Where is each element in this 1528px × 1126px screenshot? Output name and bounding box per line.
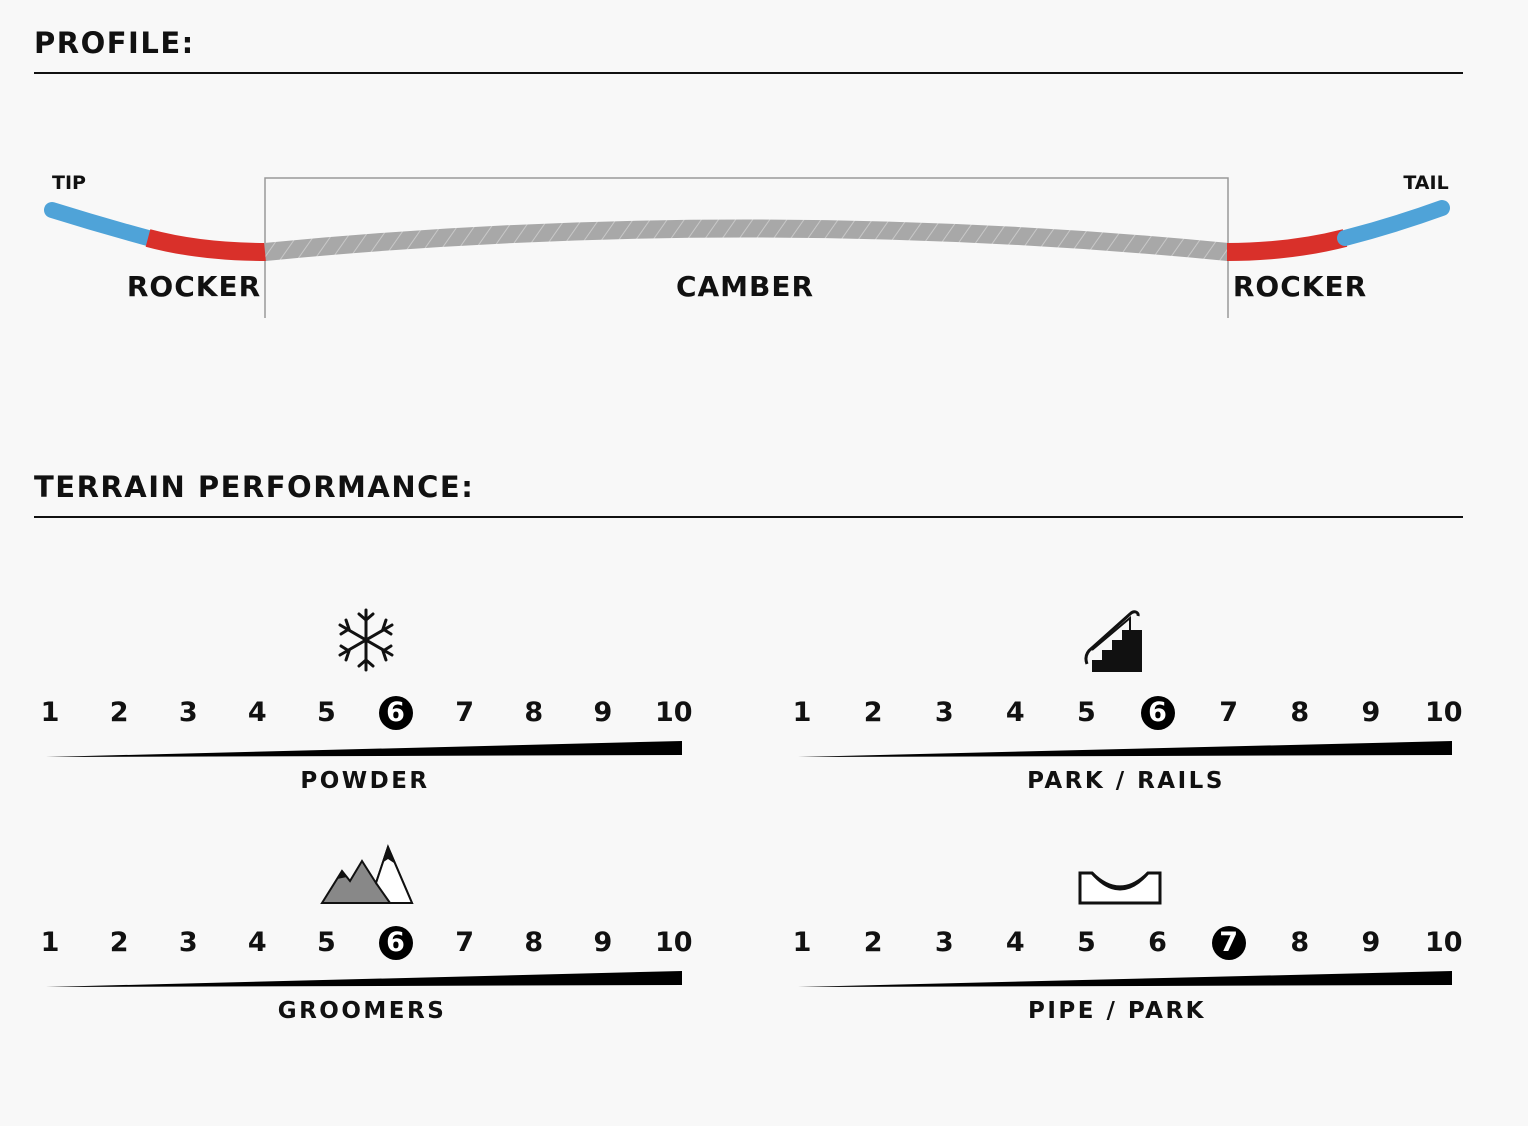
scale-number-selected: 6: [1140, 696, 1175, 730]
rating-label: PIPE / PARK: [1028, 998, 1206, 1024]
tail-label: TAIL: [1403, 172, 1449, 194]
tail-rocker-label: ROCKER: [1232, 270, 1368, 303]
scale-number-selected: 6: [378, 926, 413, 960]
scale-number: 2: [863, 927, 883, 958]
halfpipe-icon: [1078, 871, 1162, 905]
scale-wedge-bar: [46, 971, 682, 987]
tip-rocker-label: ROCKER: [126, 270, 262, 303]
scale-number: 5: [1077, 697, 1096, 728]
scale-number: 6: [1148, 927, 1167, 958]
scale-number: 9: [593, 927, 613, 958]
scale-number: 8: [524, 697, 544, 728]
scale-number: 7: [455, 697, 475, 728]
terrain-heading: TERRAIN PERFORMANCE:: [34, 470, 475, 504]
tail-rocker-segment: [1226, 229, 1348, 261]
scale-number: 3: [178, 697, 198, 728]
tip-label: TIP: [52, 172, 86, 194]
wedge-shape: [46, 741, 682, 757]
scale-number: 4: [247, 927, 267, 958]
snowflake-icon: [338, 608, 394, 672]
scale-number: 1: [792, 697, 812, 728]
scale-number: 9: [1361, 927, 1381, 958]
tip-rocker-segment: [145, 229, 267, 261]
wedge-shape: [46, 971, 682, 987]
scale-number: 10: [1425, 927, 1463, 958]
rating-label: GROOMERS: [277, 998, 447, 1024]
scale-number: 1: [40, 697, 60, 728]
tip-segment: [44, 202, 156, 246]
scale-number: 3: [178, 927, 198, 958]
scale-number: 3: [934, 697, 954, 728]
scale-number: 10: [1425, 697, 1463, 728]
camber-label: CAMBER: [675, 270, 815, 303]
scale-number: 7: [455, 927, 475, 958]
scale-number: 1: [40, 927, 60, 958]
scale-number: 4: [247, 697, 267, 728]
scale-number: 4: [1005, 697, 1025, 728]
scale-wedge-bar: [46, 741, 682, 757]
scale-number: 2: [863, 697, 883, 728]
rating-label: POWDER: [300, 768, 430, 794]
stairs-rail-icon: [1084, 610, 1142, 672]
scale-number: 8: [524, 927, 544, 958]
board-profile-diagram: [44, 177, 1450, 318]
scale-wedge-bar: [798, 741, 1452, 757]
scale-number: 2: [109, 927, 129, 958]
scale-number: 10: [655, 697, 693, 728]
scale-number: 5: [1077, 927, 1096, 958]
wedge-shape: [798, 971, 1452, 987]
scale-number-selected: 6: [378, 696, 413, 730]
wedge-shape: [798, 741, 1452, 757]
scale-number: 5: [317, 697, 336, 728]
scale-number: 8: [1290, 927, 1310, 958]
scale-number-selected: 7: [1211, 926, 1246, 960]
mountains-icon: [320, 844, 414, 904]
scale-number: 7: [1219, 697, 1239, 728]
scale-number: 9: [1361, 697, 1381, 728]
camber-segment: [264, 219, 1229, 261]
scale-number: 10: [655, 927, 693, 958]
tail-segment: [1337, 200, 1450, 246]
terrain-divider: [34, 516, 1463, 518]
rating-label: PARK / RAILS: [1027, 768, 1225, 794]
scale-number: 9: [593, 697, 613, 728]
profile-heading: PROFILE:: [34, 26, 195, 60]
scale-number: 1: [792, 927, 812, 958]
scale-number: 8: [1290, 697, 1310, 728]
profile-divider: [34, 72, 1463, 74]
scale-wedge-bar: [798, 971, 1452, 987]
scale-number: 2: [109, 697, 129, 728]
scale-number: 3: [934, 927, 954, 958]
scale-number: 5: [317, 927, 336, 958]
scale-number: 4: [1005, 927, 1025, 958]
